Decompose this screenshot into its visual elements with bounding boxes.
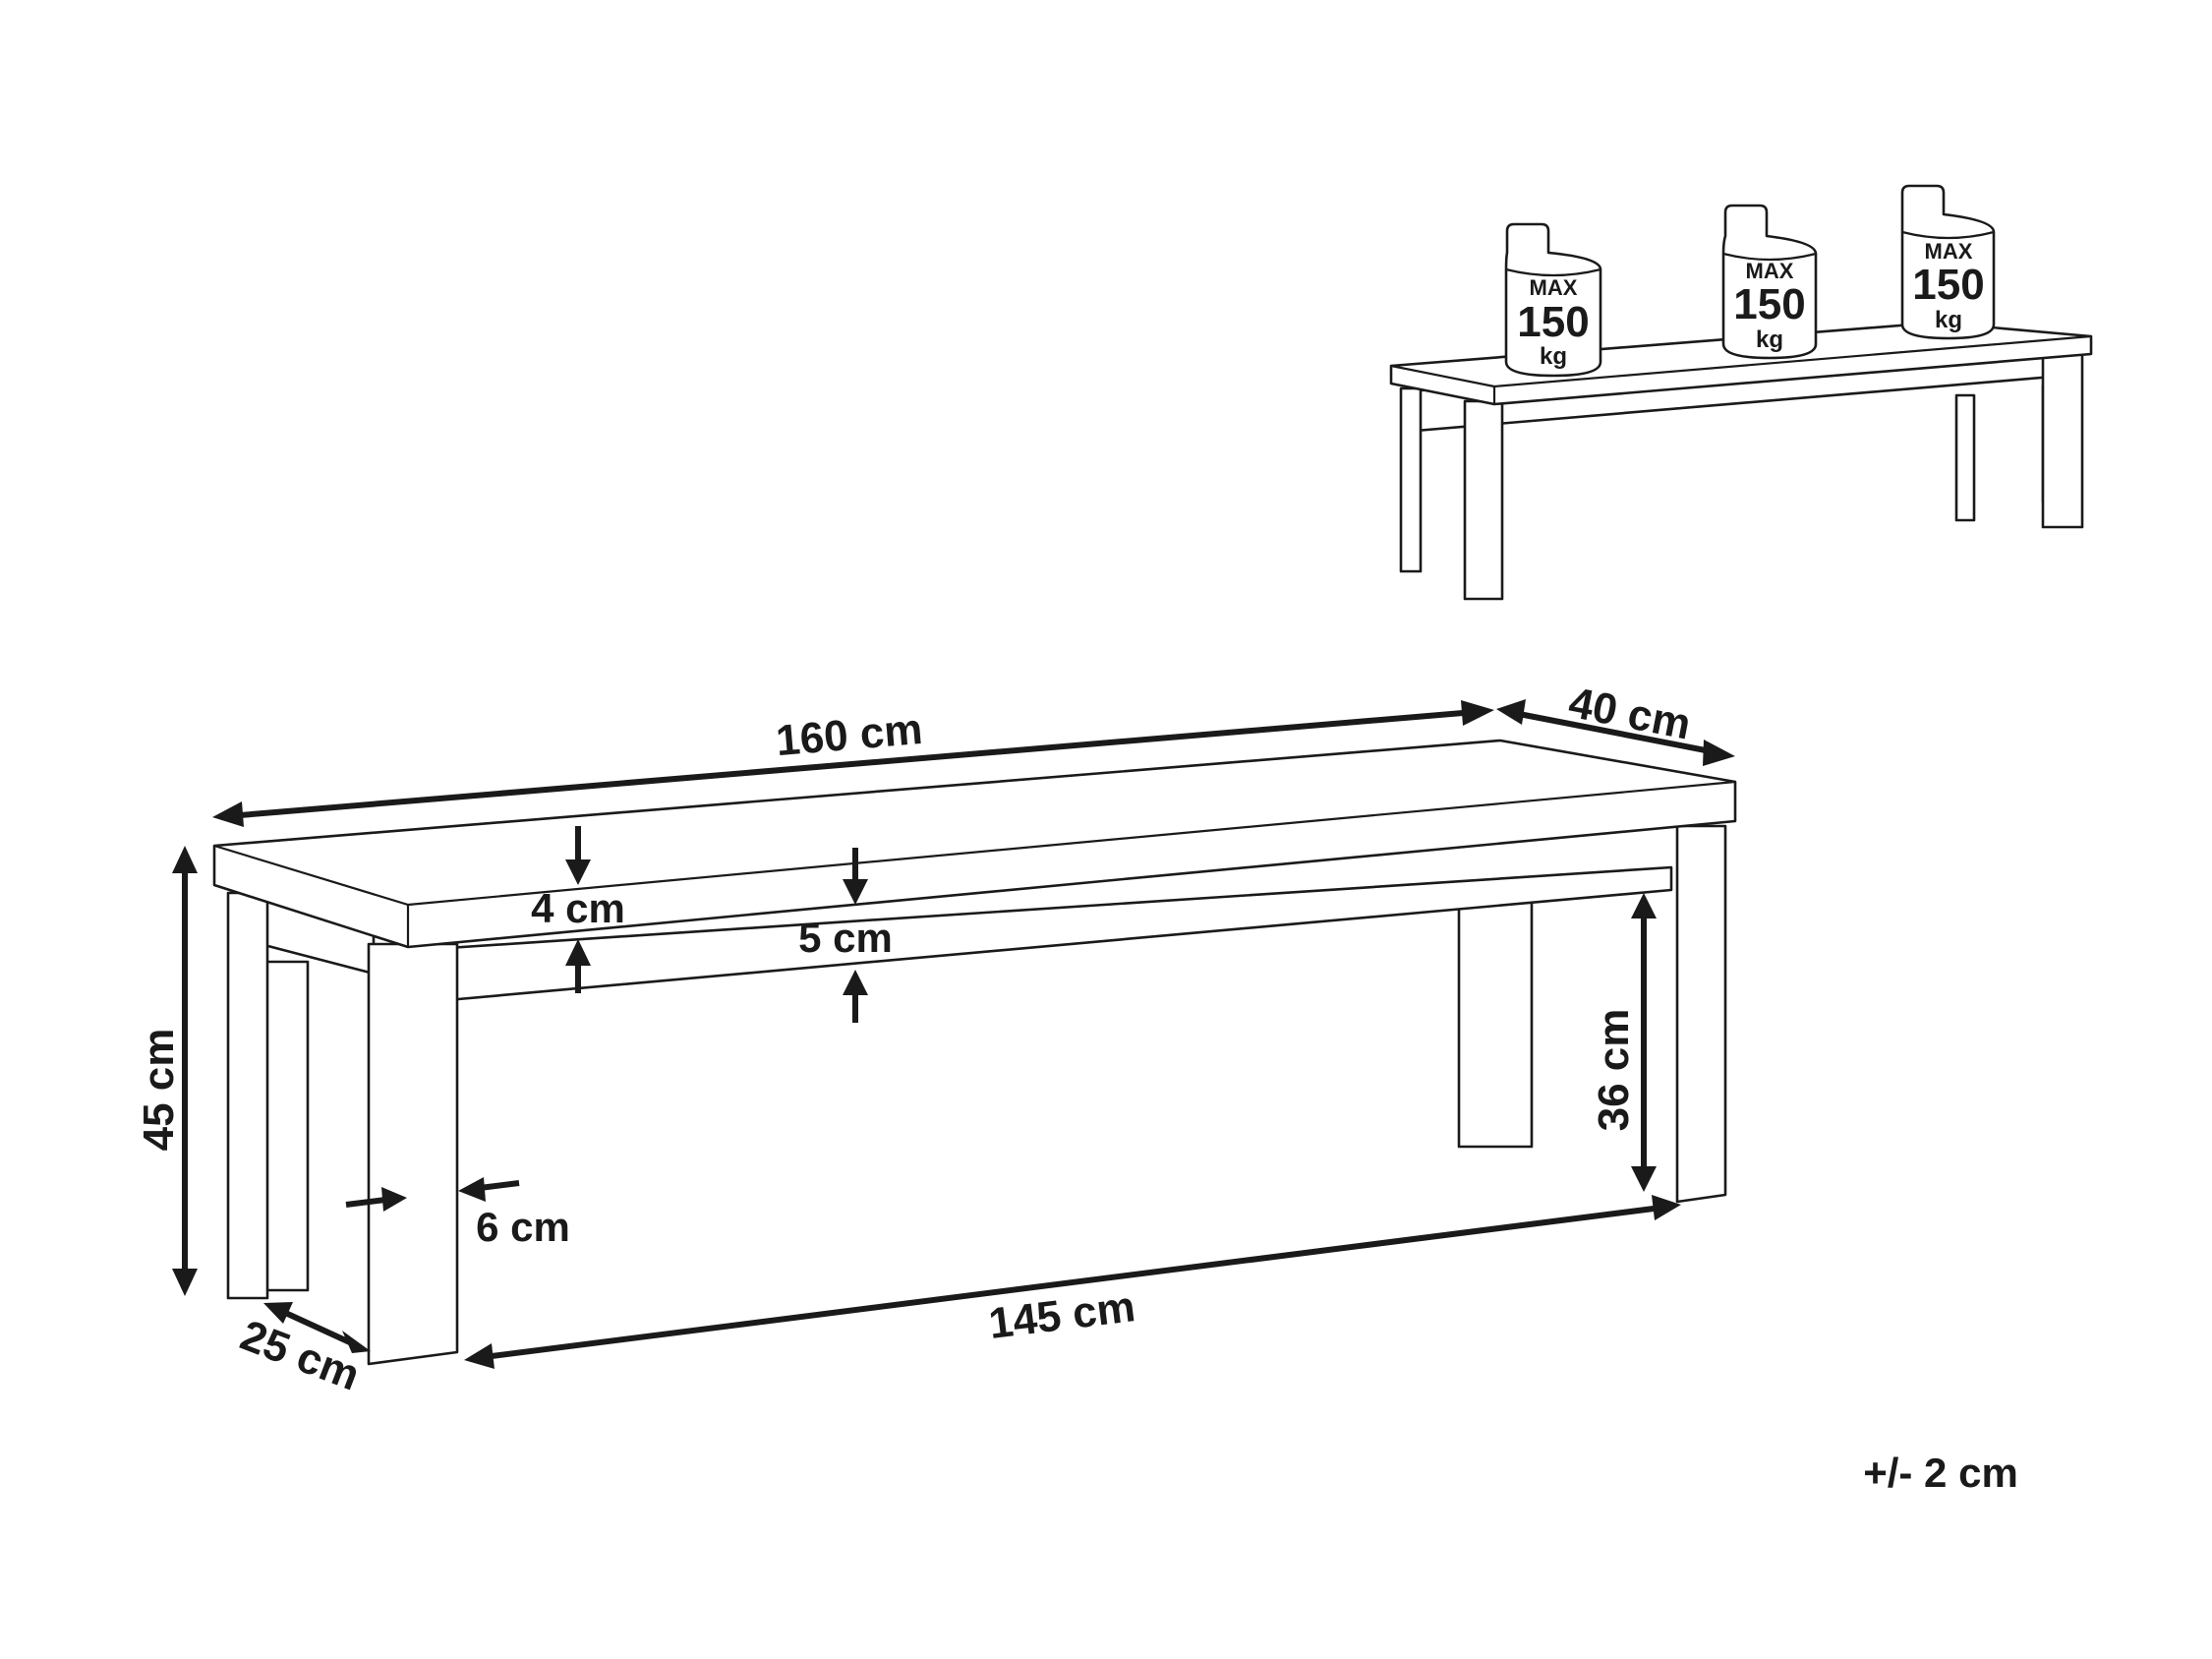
small-bench-front-right-leg xyxy=(2041,352,2084,529)
inner-length-arrow-left xyxy=(464,1343,495,1369)
weight-unit: kg xyxy=(1540,343,1567,370)
leg-width-arrow-right xyxy=(458,1177,486,1202)
depth-arrow-right xyxy=(1703,740,1735,766)
apron-height-label: 5 cm xyxy=(798,915,893,961)
weight-value: 150 xyxy=(1517,298,1589,346)
weight-unit: kg xyxy=(1756,326,1783,353)
depth-dimension-line xyxy=(1513,710,1717,755)
clearance-arrow-top xyxy=(1631,893,1657,918)
depth-arrow-left xyxy=(1496,699,1526,725)
dimension-lines xyxy=(172,699,1735,1369)
weight-rim xyxy=(1504,267,1602,277)
bench-seat xyxy=(212,739,1737,949)
weight-max-label: MAX xyxy=(1925,239,1973,264)
small-bench-front-leg xyxy=(1463,399,1504,601)
height-arrow-bottom xyxy=(172,1269,198,1296)
load-bench-illustration: MAX 150 kg MAX 150 kg MAX 150 kg xyxy=(1389,184,2093,601)
weight-middle: MAX 150 kg xyxy=(1721,204,1818,360)
length-arrow-right xyxy=(1461,700,1494,726)
small-bench-front-left-leg xyxy=(1399,386,1423,573)
bench-back-right-leg xyxy=(1457,896,1534,1149)
weight-max-label: MAX xyxy=(1530,275,1578,300)
seat-thickness-arrow-top xyxy=(565,859,591,885)
leg-depth-arrow-right xyxy=(342,1331,371,1353)
weight-unit: kg xyxy=(1935,307,1962,333)
bench-front-right-leg xyxy=(1675,824,1727,1204)
leg-width-arrow-left xyxy=(381,1187,407,1212)
main-bench xyxy=(212,739,1737,1366)
length-arrow-left xyxy=(212,801,244,827)
leg-depth-dimension-line xyxy=(279,1308,354,1346)
weight-value: 150 xyxy=(1733,280,1805,328)
height-label: 45 cm xyxy=(135,1029,183,1152)
apron-arrow-bottom xyxy=(843,970,868,995)
leg-depth-label: 25 cm xyxy=(234,1311,366,1399)
length-dimension-line xyxy=(227,709,1476,819)
leg-depth-arrow-left xyxy=(263,1302,293,1324)
weight-value: 150 xyxy=(1912,261,1984,309)
leg-width-arrow-left-shaft xyxy=(345,1197,386,1208)
weight-left: MAX 150 kg xyxy=(1504,222,1602,378)
leg-width-label: 6 cm xyxy=(476,1204,570,1250)
weight-right: MAX 150 kg xyxy=(1900,184,1996,340)
height-arrow-top xyxy=(172,846,198,873)
weight-rim xyxy=(1900,230,1996,240)
weight-max-label: MAX xyxy=(1746,259,1794,283)
seat-thickness-label: 4 cm xyxy=(531,885,625,931)
length-label: 160 cm xyxy=(774,705,924,765)
bench-left-leg xyxy=(226,891,269,1300)
seat-thickness-arrow-bottom xyxy=(565,939,591,966)
apron-arrow-top xyxy=(843,879,868,905)
bench-front-left-leg xyxy=(367,942,459,1366)
inner-length-arrow-right xyxy=(1652,1195,1681,1220)
inner-length-dimension-line xyxy=(483,1205,1662,1360)
under-clearance-label: 36 cm xyxy=(1590,1009,1638,1132)
weight-rim xyxy=(1721,252,1818,262)
tolerance-label: +/- 2 cm xyxy=(1863,1450,2018,1496)
small-bench-back-left-leg xyxy=(1954,393,1976,522)
clearance-arrow-bottom xyxy=(1631,1166,1657,1192)
leg-width-arrow-right-shaft xyxy=(479,1180,520,1191)
